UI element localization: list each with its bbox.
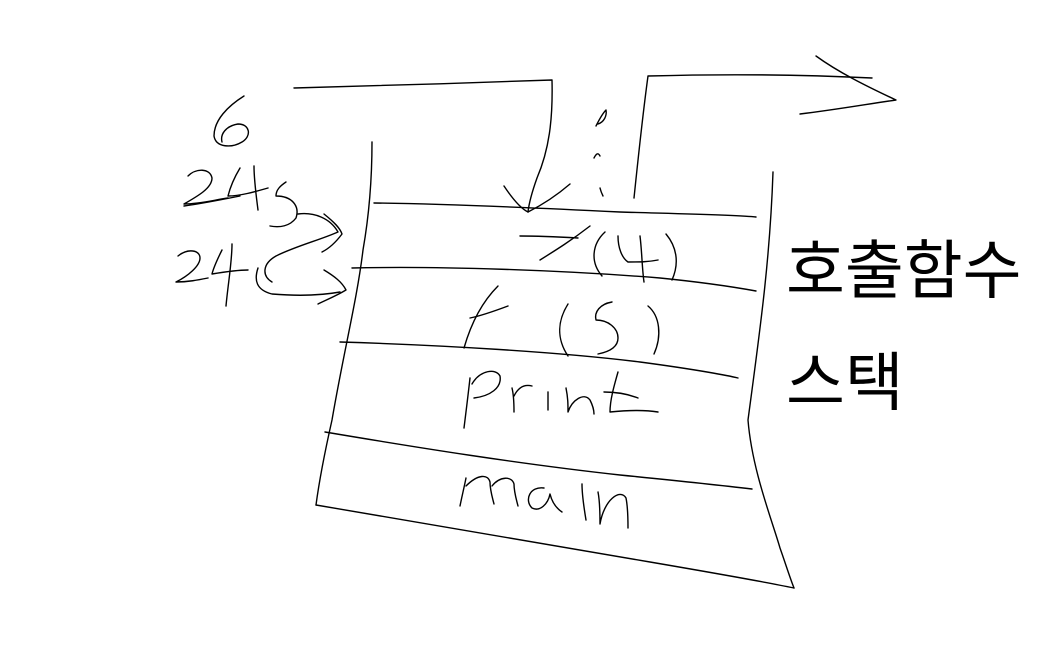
divider-2: [339, 341, 739, 379]
frame-label-main: [459, 475, 629, 529]
frame-label-print: [463, 370, 659, 429]
pop-arrow-head: [799, 55, 897, 115]
divider-top: [373, 202, 757, 218]
note-arrow-2: [255, 267, 347, 305]
divider-1: [351, 266, 757, 292]
side-note-six: [213, 95, 249, 147]
push-arrow: [293, 79, 571, 213]
stack-bottom-edge: [315, 504, 795, 589]
note-arrow-1: [264, 212, 343, 283]
pop-arrow: [633, 55, 897, 199]
stack-left-wall: [315, 141, 373, 506]
push-arrow-line: [293, 79, 553, 213]
stack-right-wall: [747, 171, 795, 589]
pop-arrow-line: [633, 73, 873, 199]
frame-dividers: [324, 202, 757, 490]
stack-container: [315, 141, 795, 589]
side-note-24: [175, 243, 249, 307]
caption-stack: 스택: [786, 347, 904, 421]
caption-call-function: 호출함수: [786, 235, 1022, 309]
side-note-245: [183, 165, 298, 228]
frame-label-f4: [519, 225, 677, 283]
ellipsis-marks: [593, 109, 607, 197]
divider-3: [324, 431, 753, 490]
push-arrow-head: [503, 183, 571, 213]
frame-label-f5: [463, 285, 660, 357]
